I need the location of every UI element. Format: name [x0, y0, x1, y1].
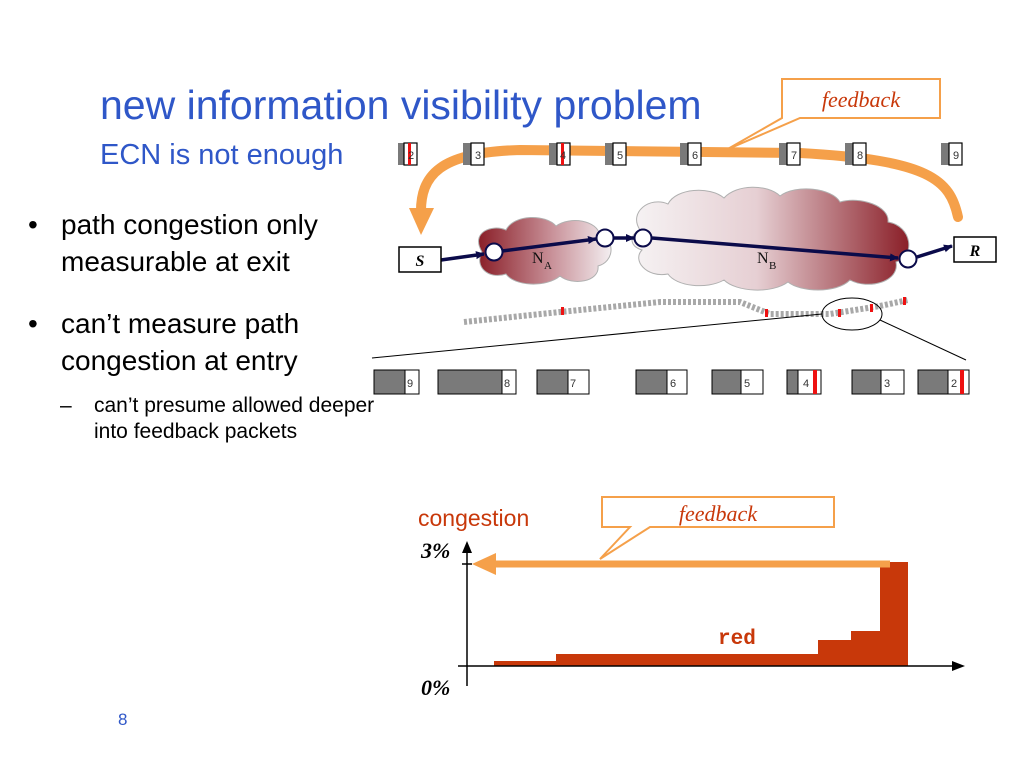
cloud-a	[478, 216, 612, 285]
sender-label: S	[416, 253, 425, 270]
ecn-mark	[813, 370, 817, 394]
packet-number: 8	[857, 150, 863, 162]
feedback-packet: 6	[680, 142, 702, 166]
bullet-text: path congestion only measurable at exit	[61, 209, 318, 277]
feedback-packet: 5	[605, 142, 627, 166]
receiver-label: R	[969, 243, 981, 260]
packet-number: 7	[791, 150, 797, 162]
router-node	[633, 228, 653, 248]
ecn-mark	[960, 370, 964, 394]
zoom-packet: 9	[373, 369, 420, 395]
packet-number: 4	[560, 150, 566, 162]
link-s-na	[440, 251, 485, 262]
feedback-packet: 4	[549, 142, 571, 166]
zoom-line-right	[879, 319, 967, 361]
packet-stream	[463, 297, 909, 325]
zoom-packet: 4	[786, 369, 822, 395]
ecn-mark	[561, 143, 564, 165]
zoom-line-left	[371, 313, 823, 359]
chart-feedback-callout: feedback	[599, 496, 835, 560]
node-a-subscript: A	[544, 260, 552, 272]
ecn-mark	[561, 307, 564, 315]
router-node	[484, 242, 504, 262]
bullet-item: • path congestion only measurable at exi…	[28, 206, 388, 280]
chart-ylabel: congestion	[418, 505, 529, 531]
feedback-packet: 7	[779, 142, 801, 166]
packet-number: 9	[407, 378, 413, 390]
feedback-packet: 9	[941, 142, 963, 166]
slide-subtitle: ECN is not enough	[100, 139, 344, 171]
sender-box: S	[398, 246, 442, 273]
y-bottom-label: 0%	[421, 675, 450, 700]
red-label: red	[718, 628, 756, 651]
page-number: 8	[118, 710, 128, 729]
node-b-subscript: B	[769, 260, 776, 272]
zoom-packet: 8	[437, 369, 517, 395]
sub-bullet-item: – can’t presume allowed deeper into feed…	[28, 393, 388, 445]
zoom-packet: 2	[917, 369, 970, 395]
packet-number: 8	[504, 378, 510, 390]
receiver-box: R	[953, 236, 997, 263]
packet-number: 6	[692, 150, 698, 162]
cloud-b	[631, 186, 910, 291]
ecn-mark	[870, 304, 873, 312]
bullet-list: • path congestion only measurable at exi…	[28, 206, 388, 445]
packet-number: 2	[951, 378, 957, 390]
feedback-packet: 3	[463, 142, 485, 166]
top-feedback-callout: feedback	[725, 78, 941, 151]
bullet-text: can’t measure path congestion at entry	[61, 308, 300, 376]
bullet-symbol: •	[28, 308, 38, 339]
link-na-internal	[501, 236, 597, 253]
feedback-packet-row: 2 3 4 5 6 7 8 9	[398, 142, 963, 166]
feedback-arrowhead	[409, 208, 434, 235]
congestion-chart: congestion feedback 3% 0% red	[418, 496, 965, 700]
chart-feedback-label: feedback	[679, 501, 758, 526]
ecn-mark	[408, 143, 411, 165]
node-a-label: N	[532, 250, 544, 267]
packet-number: 3	[475, 150, 481, 162]
router-node	[595, 228, 615, 248]
node-b-label: N	[757, 250, 769, 267]
zoom-packet: 5	[711, 369, 764, 395]
slide-title: new information visibility problem	[100, 82, 702, 128]
sub-bullet-symbol: –	[60, 394, 72, 417]
link-nb-internal	[651, 236, 899, 262]
zoom-packet: 7	[536, 369, 590, 395]
link-nb-r	[916, 244, 953, 259]
zoom-packet: 6	[635, 369, 688, 395]
packet-number: 6	[670, 378, 676, 390]
ecn-mark	[765, 309, 768, 317]
zoom-packet-row: 9 8 7 6 5 4 3 2	[373, 369, 970, 395]
feedback-packet: 8	[845, 142, 867, 166]
packet-number: 5	[617, 150, 623, 162]
feedback-arrow-head	[472, 553, 496, 575]
zoom-packet: 3	[851, 369, 905, 395]
bullet-symbol: •	[28, 209, 38, 240]
packet-number: 2	[408, 150, 414, 162]
y-top-label: 3%	[420, 538, 450, 563]
feedback-packet: 2	[398, 142, 418, 166]
top-feedback-label: feedback	[822, 87, 901, 112]
packet-number: 3	[884, 378, 890, 390]
packet-number: 9	[953, 150, 959, 162]
sub-bullet-text: can’t presume allowed deeper into feedba…	[94, 394, 375, 443]
router-node	[898, 249, 918, 269]
x-axis-arrow	[952, 661, 965, 671]
ecn-mark	[903, 297, 906, 305]
packet-number: 7	[570, 378, 576, 390]
y-axis-arrow	[462, 541, 472, 553]
bullet-item: • can’t measure path congestion at entry	[28, 305, 388, 379]
congestion-area	[494, 562, 908, 666]
ecn-mark	[838, 309, 841, 317]
packet-number: 4	[803, 378, 809, 390]
packet-number: 5	[744, 378, 750, 390]
